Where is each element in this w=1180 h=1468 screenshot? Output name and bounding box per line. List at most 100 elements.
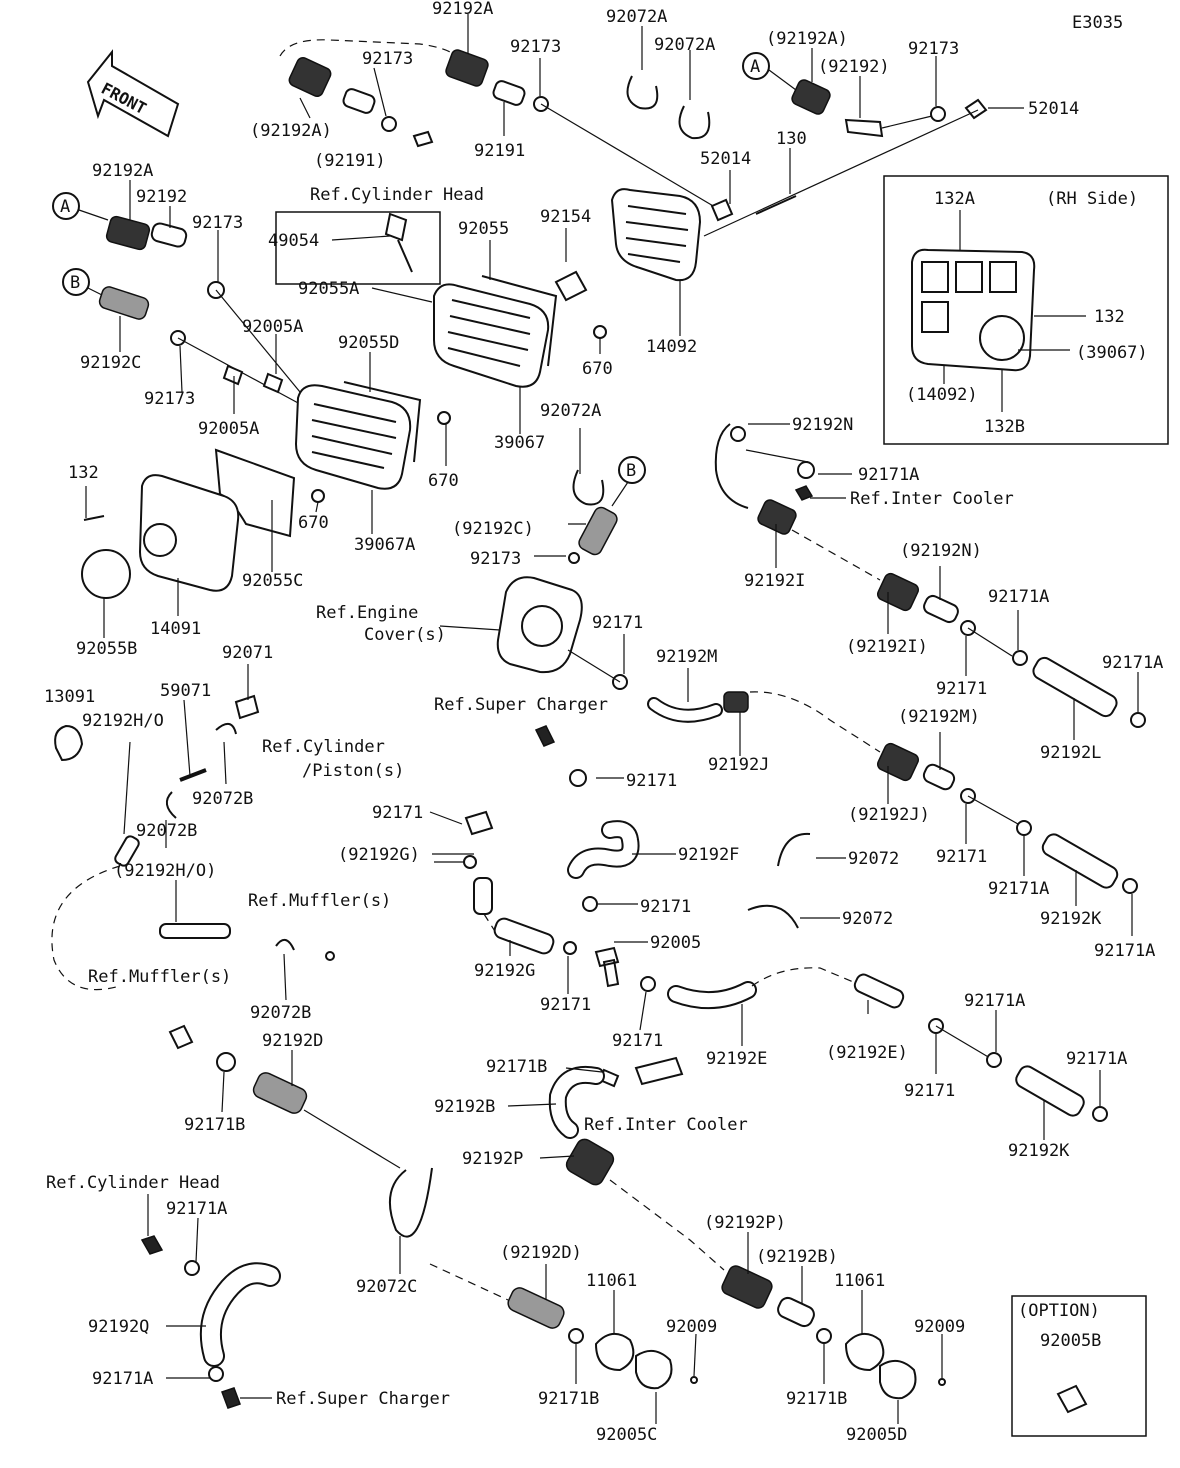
label-92192A-left: (92192A) [250,121,332,141]
label-92171A-i: 92171A [92,1369,153,1389]
label-92171-a: 92171 [936,679,987,699]
label-92192L: 92192L [1040,743,1101,763]
callout-a-top [742,52,770,80]
engine-cover [496,576,583,674]
ref-super-charger: Ref.Super Charger [434,695,608,715]
label-132: 132 [68,463,99,483]
hose-mesh-92192C-mid [578,506,618,556]
hose-spring-92192I [757,499,797,535]
dashed-route-D [429,1263,509,1301]
fitting-cylinder-head-2 [140,1235,164,1255]
hose-92192B [550,1068,603,1137]
label-92072-a: 92072 [848,849,899,869]
label-92171-e: 92171 [640,897,691,917]
hose-92192-right [844,118,884,138]
label-92173-f: 92173 [470,549,521,569]
label-92171-h: 92171 [612,1031,663,1051]
part-labels: 92192A 92072A (92192A) 92173 92173 92072… [44,0,1163,1445]
oring-670-c [311,489,325,503]
inset-rh-side [883,175,1169,445]
hose-mesh-92192D [252,1072,308,1114]
bolt-132 [83,515,105,521]
oring-670-a [593,325,607,339]
label-11061-b: 11061 [834,1271,885,1291]
hose-spring-92192I-2 [876,572,920,612]
ref-cylinder-head: Ref.Cylinder Head [310,185,484,205]
label-13091: 13091 [44,687,95,707]
hose-mesh-92192C-left [98,286,150,320]
fitting-92071 [234,694,260,720]
label-92055: 92055 [458,219,509,239]
label-92055A: 92055A [298,279,359,299]
label-92191-paren: (92191) [314,151,386,171]
label-92154: 92154 [540,207,591,227]
label-59071: 59071 [160,681,211,701]
hose-92192M-2 [922,763,956,791]
bolt-130 [755,195,797,215]
dashed-route-HO [51,865,121,991]
label-92171A-c: 92171A [1102,653,1163,673]
clip-92072B-b [215,723,237,735]
hose-92192N [714,423,749,509]
clip-92072A-c [572,469,605,506]
label-92072B-c: 92072B [250,1003,311,1023]
dashed-route-J [749,691,881,753]
label-92192-paren: (92192) [818,57,890,77]
fitting-super-charger [534,725,556,747]
label-49054: 49054 [268,231,319,251]
label-92055B: 92055B [76,639,137,659]
hose-92192HO [159,923,231,939]
leader-lines [85,14,1139,1424]
callout-a-left [52,192,80,220]
label-52014-b: 52014 [700,149,751,169]
label-92192D: 92192D [262,1031,323,1051]
cover-92055D [294,384,412,490]
callout-b-mid-label: B [626,461,636,481]
oring-92055B [81,549,131,599]
label-92192A-right: (92192A) [766,29,848,49]
label-130: 130 [776,129,807,149]
hose-spring-92192A-left [288,57,332,97]
clip-92072B-c [275,939,295,951]
clamp-92171-g [563,941,577,955]
label-92173-e: 92173 [144,389,195,409]
ref-inter-cooler-2: Ref.Inter Cooler [584,1115,748,1135]
label-92173-c: 92173 [908,39,959,59]
fitting-52014-top [964,98,988,120]
ref-inter-cooler: Ref.Inter Cooler [850,489,1014,509]
clamp-92171A-c [1130,712,1146,728]
clamp-92173-f [568,552,580,564]
clamp-92171A-b [1012,650,1028,666]
inset-title: (RH Side) [1046,189,1138,209]
hose-spring-92192A-right [791,79,831,115]
sensor-box [275,211,441,285]
cover-14091 [138,474,240,592]
label-92055C: 92055C [242,571,303,591]
clip-92072A-b [678,105,711,140]
clamp-92171-f [463,855,477,869]
screw-92009-a [690,1376,698,1384]
label-92192N: 92192N [792,415,853,435]
label-92192G: 92192G [474,961,535,981]
fitting-92005A-b [262,372,284,394]
fitting-92005D [879,1359,917,1400]
hose-92192L [1032,656,1118,718]
fitting-92005C [635,1349,673,1390]
callout-a-top-label: A [750,57,760,77]
clamp-92171B-b [568,1328,584,1344]
callout-b-left-label: B [70,273,80,293]
clamp-92171A-h [184,1260,200,1276]
ref-engine-cover-2: Cover(s) [364,625,446,645]
option-title: (OPTION) [1018,1301,1100,1321]
label-92192Q: 92192Q [88,1317,149,1337]
label-92192K: 92192K [1040,909,1102,929]
label-92005B: 92005B [1040,1331,1101,1351]
callout-b-mid [618,456,646,484]
label-92192J: 92192J [708,755,769,775]
ref-muffler-left: Ref.Muffler(s) [88,967,231,987]
hose-92192B-2 [777,1296,815,1328]
clip-92072B-a [165,791,177,819]
label-92192E: 92192E [706,1049,767,1069]
label-132-inset: 132 [1094,307,1125,327]
hose-spring-92192P-2 [721,1265,773,1309]
